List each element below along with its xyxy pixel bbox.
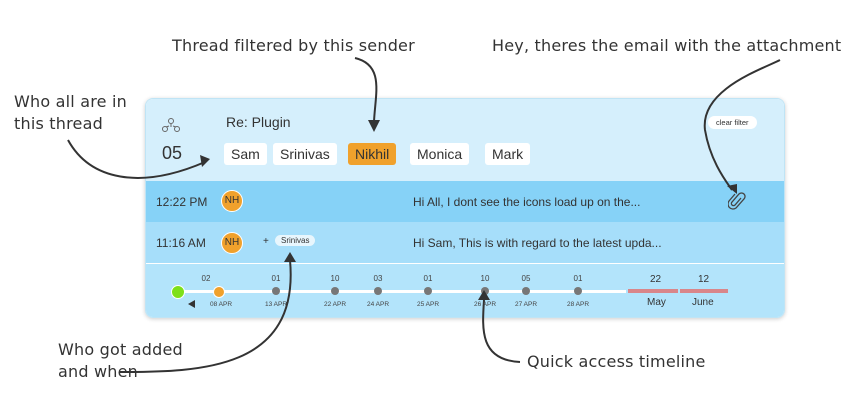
participant-chip-srinivas[interactable]: Srinivas <box>273 143 337 165</box>
timeline-point[interactable] <box>481 287 489 295</box>
month-label-may[interactable]: May <box>647 297 666 308</box>
added-participant-chip[interactable]: Srinivas <box>275 235 316 246</box>
month-bar-may[interactable] <box>628 289 678 293</box>
annotation-timeline: Quick access timeline <box>527 352 706 371</box>
timeline-count: 10 <box>330 274 340 283</box>
participant-chip-monica[interactable]: Monica <box>410 143 470 165</box>
timeline-count: 03 <box>373 274 383 283</box>
annotation-who-all-line1: Who all are in <box>14 92 127 111</box>
added-plus: + <box>263 236 269 247</box>
timeline-date: 08 APR <box>209 301 233 308</box>
annotation-added-line2: and when <box>58 362 138 381</box>
month-count-june: 12 <box>698 274 710 285</box>
annotation-who-all-line2: this thread <box>14 114 103 133</box>
month-bar-june[interactable] <box>680 289 728 293</box>
timeline-count: 10 <box>480 274 490 283</box>
participant-count: 05 <box>162 143 183 163</box>
timeline-date: 28 APR <box>566 301 590 308</box>
avatar: NH <box>221 190 243 212</box>
arrow-timeline <box>482 299 521 363</box>
timeline-date: 13 APR <box>264 301 288 308</box>
message-preview: Hi All, I dont see the icons load up on … <box>413 195 641 209</box>
timeline-count: 02 <box>201 274 211 283</box>
arrow-who-all <box>67 139 206 179</box>
month-label-june[interactable]: June <box>692 297 714 308</box>
timeline-point[interactable] <box>424 287 432 295</box>
arrow-added <box>119 259 292 373</box>
annotation-added-line1: Who got added <box>58 340 183 359</box>
avatar: NH <box>221 232 243 254</box>
message-preview: Hi Sam, This is with regard to the lates… <box>413 236 662 250</box>
clear-filter-button[interactable]: clear filter <box>708 116 757 129</box>
timeline-count: 01 <box>271 274 281 283</box>
timeline-point[interactable] <box>331 287 339 295</box>
month-count-may: 22 <box>650 274 662 285</box>
paperclip-icon[interactable] <box>728 192 746 212</box>
timeline-point[interactable] <box>374 287 382 295</box>
timeline-back-arrow[interactable] <box>188 300 195 308</box>
message-time: 12:22 PM <box>156 195 208 209</box>
annotation-attachment: Hey, theres the email with the attachmen… <box>492 36 842 55</box>
thread-card: 05 Re: Plugin Sam Srinivas Nikhil Monica… <box>145 98 785 318</box>
message-row[interactable]: 11:16 AM NH + Srinivas Hi Sam, This is w… <box>146 222 784 263</box>
message-time: 11:16 AM <box>156 236 206 250</box>
timeline-point[interactable] <box>574 287 582 295</box>
arrow-attachment <box>703 59 781 191</box>
timeline-date: 26 APR <box>473 301 497 308</box>
participant-chip-nikhil[interactable]: Nikhil <box>348 143 397 165</box>
timeline-date: 24 APR <box>366 301 390 308</box>
quick-access-timeline: 22 May 12 June 02 08 APR 01 13 APR 10 22 APR 0… <box>146 264 784 317</box>
thread-subject: Re: Plugin <box>226 114 291 130</box>
timeline-point[interactable] <box>272 287 280 295</box>
thread-header: 05 Re: Plugin Sam Srinivas Nikhil Monica… <box>146 99 784 181</box>
timeline-count: 01 <box>573 274 583 283</box>
annotation-filtered: Thread filtered by this sender <box>172 36 415 55</box>
timeline-date: 25 APR <box>416 301 440 308</box>
participant-chip-sam[interactable]: Sam <box>224 143 267 165</box>
timeline-point[interactable] <box>213 286 225 298</box>
timeline-point[interactable] <box>522 287 530 295</box>
timeline-date: 22 APR <box>323 301 347 308</box>
timeline-date: 27 APR <box>514 301 538 308</box>
participant-chip-mark[interactable]: Mark <box>485 143 531 165</box>
timeline-start-dot[interactable] <box>171 285 185 299</box>
participants-icon <box>162 118 180 132</box>
timeline-count: 01 <box>423 274 433 283</box>
message-row[interactable]: 12:22 PM NH Hi All, I dont see the icons… <box>146 181 784 222</box>
timeline-count: 05 <box>521 274 531 283</box>
timeline-line <box>176 290 626 293</box>
arrow-filtered <box>354 57 378 123</box>
